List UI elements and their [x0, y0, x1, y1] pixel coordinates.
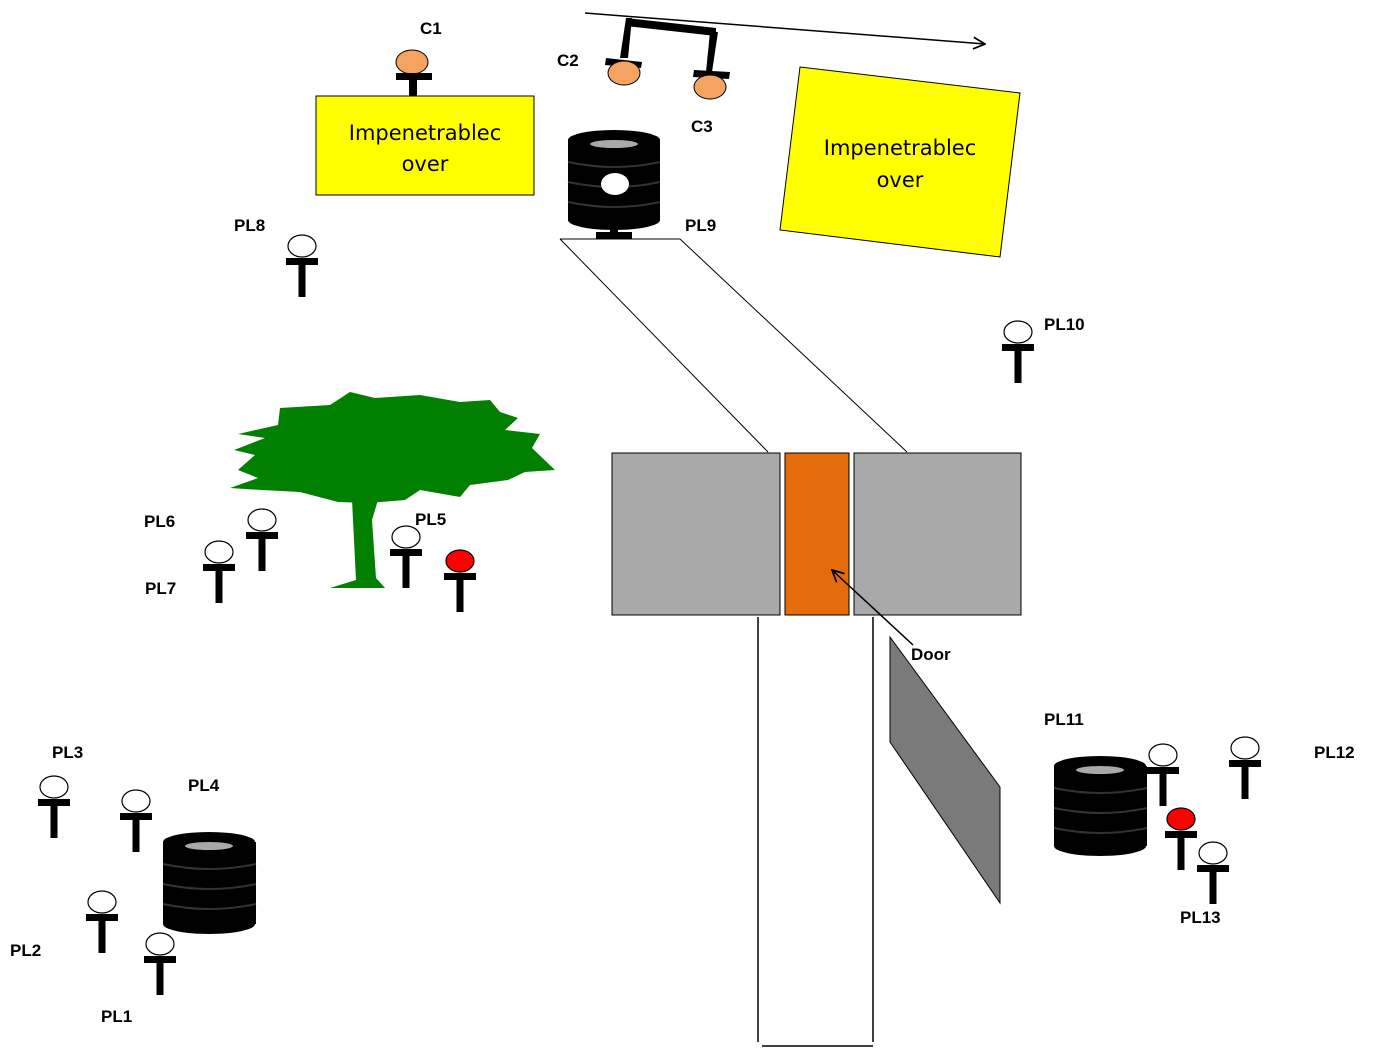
camera-label: C2 [557, 51, 579, 70]
player-marker [1197, 841, 1229, 904]
camera-c1: C1 [395, 19, 442, 96]
player-marker [203, 540, 235, 603]
player-markers [38, 234, 1261, 995]
player-label: PL9 [685, 216, 716, 235]
impenetrable-cover-left: Impenetrablec over [315, 95, 535, 196]
camera-label: C1 [420, 19, 442, 38]
camera-c1-lens [395, 49, 429, 75]
cover-text-line2: over [877, 168, 924, 192]
player-label: PL2 [10, 941, 41, 960]
door-arrow [832, 570, 914, 646]
player-marker [286, 234, 318, 297]
player-marker [1229, 736, 1261, 799]
cover-text-line1: Impenetrablec [824, 136, 977, 160]
player-label: PL12 [1314, 743, 1355, 762]
wall-left [611, 452, 781, 616]
player-marker [86, 890, 118, 953]
lower-corridor [757, 617, 874, 1047]
player-label: PL1 [101, 1007, 132, 1026]
camera-c3-lens [693, 74, 727, 100]
player-marker [1002, 320, 1034, 383]
player-label: PL3 [52, 743, 83, 762]
camera-c2-lens [607, 60, 641, 86]
building [611, 452, 1022, 616]
player-marker [120, 789, 152, 852]
tire-stack-right [1053, 756, 1148, 856]
impenetrable-cover-right: Impenetrablec over [779, 66, 1021, 258]
player-label: PL7 [145, 579, 176, 598]
player-label: PL10 [1044, 315, 1085, 334]
cover-text-line1: Impenetrablec [349, 121, 502, 145]
door-label: Door [911, 645, 951, 664]
player-marker [390, 525, 422, 588]
player-label: PL6 [144, 512, 175, 531]
player-label: PL8 [234, 216, 265, 235]
tire-stack-top [567, 130, 661, 239]
player-marker [144, 932, 176, 995]
camera-rig: C2 C3 [557, 18, 730, 136]
door [784, 452, 850, 616]
corridor-lines [559, 238, 908, 453]
player-label: PL11 [1044, 710, 1084, 729]
player-label: PL13 [1180, 908, 1221, 927]
player-marker [246, 508, 278, 571]
active-marker [1165, 807, 1197, 870]
player-marker [1147, 743, 1179, 806]
player-marker [38, 775, 70, 838]
ramp [889, 635, 1001, 905]
player-label: PL5 [415, 510, 446, 529]
player-label: PL4 [188, 776, 220, 795]
wall-right [853, 452, 1022, 616]
camera-label: C3 [691, 117, 713, 136]
player-labels: PL1 PL2 PL3 PL4 PL5 PL6 PL7 PL8 PL9 PL10… [10, 216, 1355, 1026]
tree-icon [230, 392, 555, 588]
direction-arrow [584, 12, 985, 44]
cover-text-line2: over [402, 152, 449, 176]
tire-stack-left [162, 832, 257, 934]
active-marker [444, 549, 476, 612]
